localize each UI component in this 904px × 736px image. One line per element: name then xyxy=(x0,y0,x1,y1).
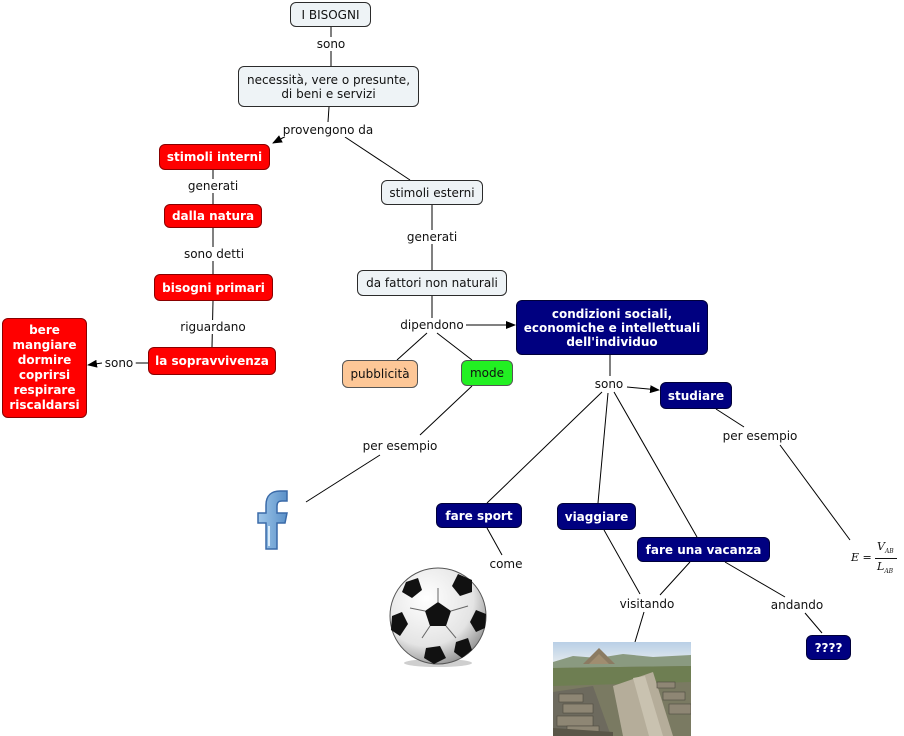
elenco-item: mangiare xyxy=(12,338,77,352)
link-vacanza-visitando xyxy=(659,561,691,596)
facebook-icon[interactable] xyxy=(254,489,290,551)
node-elenco-bisogni[interactable]: bere mangiare dormire coprirsi respirare… xyxy=(2,318,87,418)
link-label-come: come xyxy=(487,557,525,571)
link-sono-viaggiare xyxy=(597,392,609,504)
link-sport-come xyxy=(486,527,503,556)
node-sopravvivenza[interactable]: la sopravvivenza xyxy=(148,347,276,375)
node-necessita[interactable]: necessità, vere o presunte, di beni e se… xyxy=(238,66,419,107)
link-per-esempio-facebook xyxy=(305,454,381,503)
node-condizioni-line3: dell'individuo xyxy=(566,334,658,349)
node-fattori-non-naturali[interactable]: da fattori non naturali xyxy=(357,270,507,296)
node-dalla-natura[interactable]: dalla natura xyxy=(164,204,262,228)
link-label-sono: sono xyxy=(592,377,626,391)
link-label-generati: generati xyxy=(404,230,460,244)
link-sono-sport xyxy=(486,391,603,504)
node-i-bisogni[interactable]: I BISOGNI xyxy=(290,2,371,27)
node-condizioni[interactable]: condizioni sociali, economiche e intelle… xyxy=(516,300,708,355)
link-andando-domande xyxy=(804,612,823,634)
soccer-ball-icon[interactable] xyxy=(386,566,490,668)
node-stimoli-interni[interactable]: stimoli interni xyxy=(159,144,270,170)
link-label-visitando: visitando xyxy=(617,597,677,611)
elenco-item: coprirsi xyxy=(18,368,71,382)
link-label-per-esempio: per esempio xyxy=(720,429,800,443)
node-necessita-line2: di beni e servizi xyxy=(281,86,376,101)
link-dipendono-mode xyxy=(436,332,473,361)
link-label-riguardano: riguardano xyxy=(178,320,248,334)
formula-efficacia[interactable]: E = VAB LAB xyxy=(849,538,901,580)
node-mode[interactable]: mode xyxy=(461,360,513,386)
node-condizioni-line2: economiche e intellettuali xyxy=(523,320,701,335)
link-label-per-esempio: per esempio xyxy=(360,439,440,453)
formula-lhs: E = xyxy=(851,551,872,564)
link-provengono-esterni xyxy=(344,136,411,181)
link-per-esempio-formula xyxy=(779,444,851,541)
node-pubblicita[interactable]: pubblicità xyxy=(342,360,418,388)
formula-numerator: VAB xyxy=(877,540,894,556)
node-fare-vacanza[interactable]: fare una vacanza xyxy=(637,537,770,562)
formula-fraction-bar xyxy=(875,558,897,559)
node-fare-sport[interactable]: fare sport xyxy=(436,503,522,528)
node-studiare[interactable]: studiare xyxy=(660,382,732,409)
node-necessita-line1: necessità, vere o presunte, xyxy=(246,72,411,87)
link-vacanza-andando xyxy=(724,561,786,598)
node-domande[interactable]: ???? xyxy=(806,635,851,660)
link-label-generati: generati xyxy=(185,179,241,193)
link-label-dipendono: dipendono xyxy=(398,318,466,332)
elenco-item: dormire xyxy=(17,353,72,367)
link-label-andando: andando xyxy=(768,598,826,612)
link-necessita-provengono xyxy=(327,106,330,123)
elenco-item: bere xyxy=(29,323,60,337)
link-label-sono: sono xyxy=(102,356,136,370)
formula-denominator: LAB xyxy=(877,560,894,576)
link-sono-studiare xyxy=(626,385,660,394)
pyramid-photo[interactable] xyxy=(553,642,691,736)
link-viaggiare-visitando xyxy=(603,529,641,595)
node-condizioni-line1: condizioni sociali, xyxy=(551,306,673,321)
link-sono-elenco xyxy=(87,359,103,368)
link-visitando-photo xyxy=(634,611,645,643)
elenco-item: riscaldarsi xyxy=(9,398,80,412)
node-stimoli-esterni[interactable]: stimoli esterni xyxy=(381,180,483,205)
elenco-item: respirare xyxy=(13,383,76,397)
node-bisogni-primari[interactable]: bisogni primari xyxy=(154,274,273,301)
link-mode-per-esempio xyxy=(419,385,473,436)
link-label-sono-detti: sono detti xyxy=(181,247,247,261)
link-label-sono: sono xyxy=(314,37,348,51)
node-viaggiare[interactable]: viaggiare xyxy=(557,503,636,530)
link-dipendono-pubblicita xyxy=(396,332,428,361)
link-label-provengono-da: provengono da xyxy=(280,123,376,137)
link-sono-vacanza xyxy=(613,391,698,538)
link-studiare-per-esempio xyxy=(715,408,745,428)
